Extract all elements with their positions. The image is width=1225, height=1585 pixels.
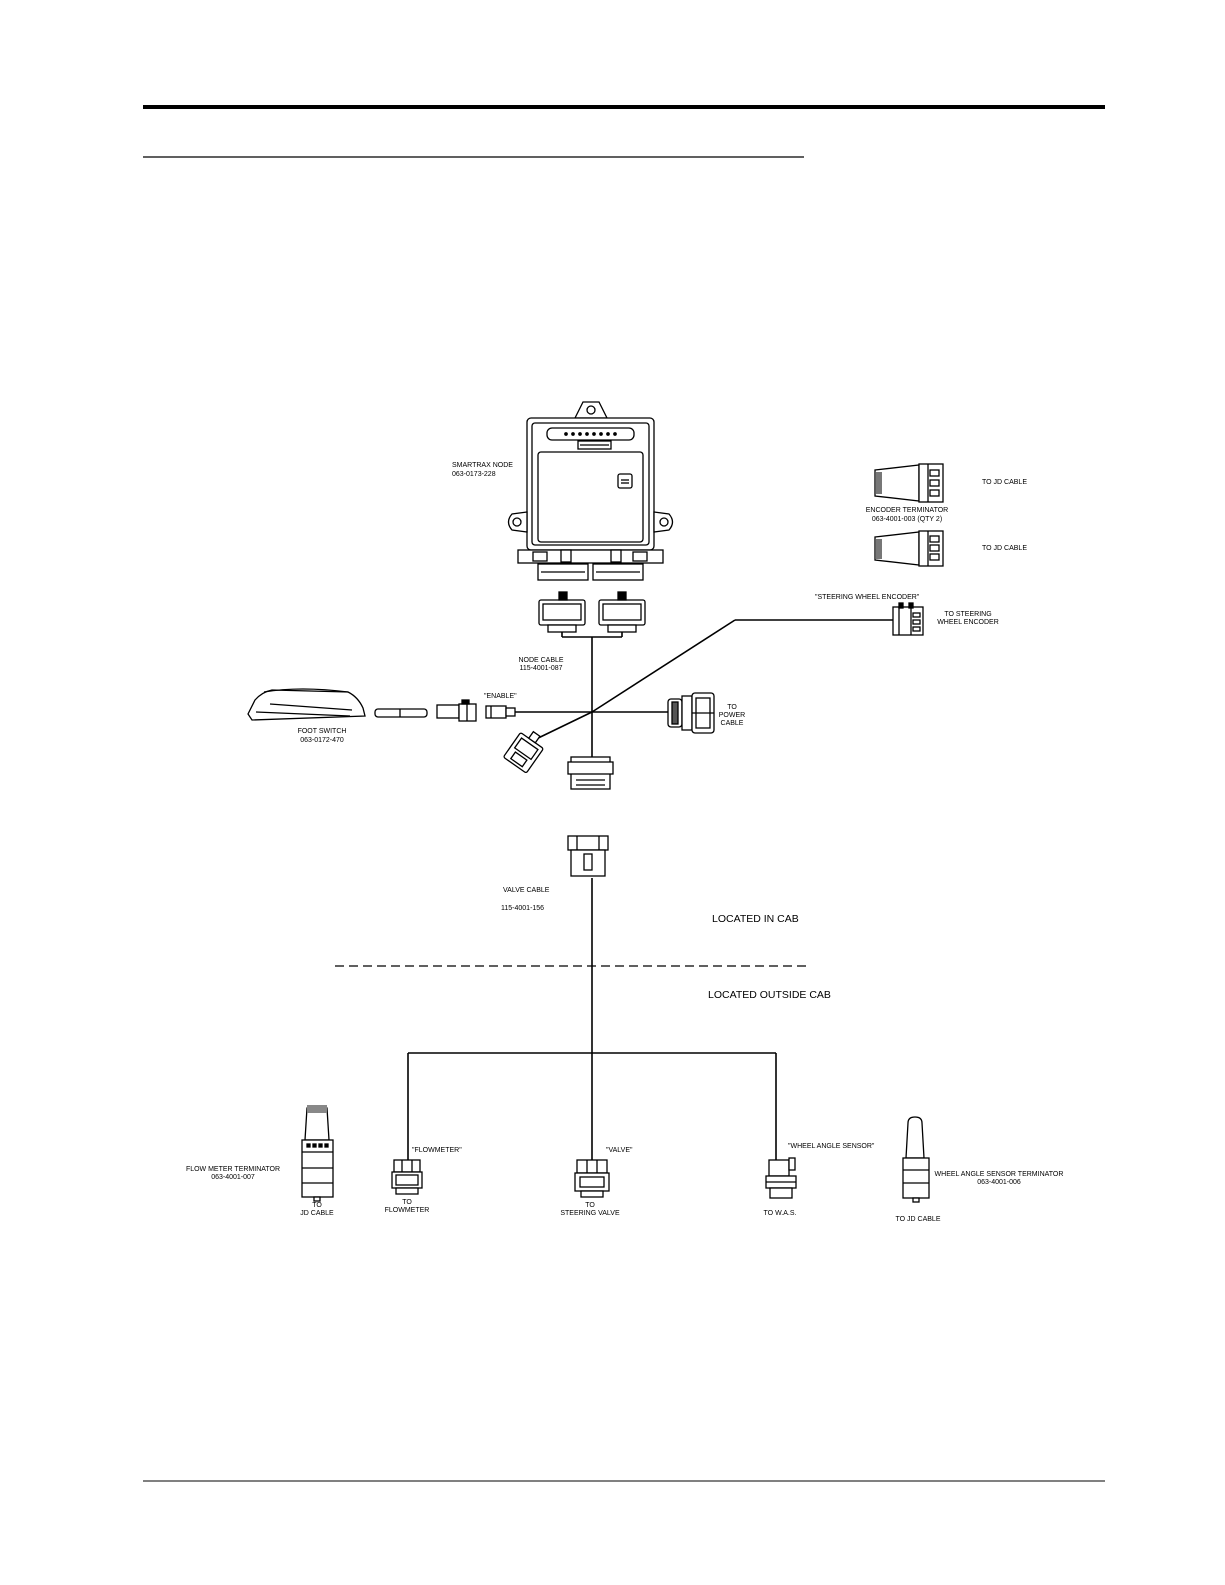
node-part-label: 063-0173-228 <box>452 471 496 478</box>
to-was-label: TO W.A.S. <box>764 1210 797 1217</box>
power-connector-drawing <box>667 692 715 734</box>
cable-wires <box>407 619 893 1160</box>
wheel-angle-sensor-tag: "WHEEL ANGLE SENSOR" <box>788 1143 875 1150</box>
to-power-cable-line-2: POWER <box>719 712 745 719</box>
angled-connector-drawing <box>503 730 544 774</box>
smartrax-node-drawing <box>507 401 674 581</box>
to-steering-valve-line-2: STEERING VALVE <box>560 1210 620 1217</box>
node-name-label: SMARTRAX NODE <box>452 462 513 469</box>
node-cable-label: NODE CABLE <box>518 657 563 664</box>
to-steering-valve-line-1: TO <box>585 1202 595 1209</box>
enable-tag: "ENABLE" <box>484 693 517 700</box>
to-jd-cable-flow-line-1: TO <box>312 1202 322 1209</box>
encoder-terminator-part: 063-4001-003 (QTY 2) <box>872 516 942 523</box>
valve-cable-connector-drawing <box>567 835 609 877</box>
to-power-cable-line-3: CABLE <box>721 720 744 727</box>
encoder-terminator-drawing <box>874 463 944 567</box>
was-terminator-drawing <box>902 1116 930 1203</box>
flow-meter-terminator-label: FLOW METER TERMINATOR <box>186 1166 280 1173</box>
was-connector-drawing <box>765 1157 797 1199</box>
to-jd-cable-was-label: TO JD CABLE <box>896 1216 941 1223</box>
to-jd-cable-flow-line-2: JD CABLE <box>300 1210 334 1217</box>
valve-tag: "VALVE" <box>606 1147 633 1154</box>
flowmeter-connector-drawing <box>391 1159 423 1195</box>
wheel-encoder-label: WHEEL ENCODER <box>937 619 999 626</box>
located-outside-cab-label: LOCATED OUTSIDE CAB <box>708 989 831 1001</box>
was-terminator-label: WHEEL ANGLE SENSOR TERMINATOR <box>935 1171 1064 1178</box>
foot-switch-drawing <box>247 688 516 722</box>
valve-connector-drawing <box>574 1159 610 1198</box>
to-flowmeter-line-2: FLOWMETER <box>385 1207 430 1214</box>
to-flowmeter-line-1: TO <box>402 1199 412 1206</box>
flow-meter-terminator-drawing <box>301 1105 334 1202</box>
foot-switch-label: FOOT SWITCH <box>298 728 347 735</box>
located-in-cab-label: LOCATED IN CAB <box>712 913 799 925</box>
to-jd-cable-label-2: TO JD CABLE <box>982 545 1027 552</box>
flowmeter-tag: "FLOWMETER" <box>412 1147 462 1154</box>
steering-wheel-encoder-tag: "STEERING WHEEL ENCODER" <box>815 594 920 601</box>
node-cable-part: 115-4001-087 <box>519 665 562 672</box>
foot-switch-part: 063-0172-470 <box>300 737 344 744</box>
node-bottom-connector-drawing <box>567 756 614 790</box>
to-steering-label: TO STEERING <box>944 611 991 618</box>
steering-encoder-connector-drawing <box>892 602 924 636</box>
to-jd-cable-label-1: TO JD CABLE <box>982 479 1027 486</box>
to-power-cable-line-1: TO <box>727 704 737 711</box>
node-cable-connectors <box>538 591 646 638</box>
was-terminator-part: 063-4001-006 <box>977 1179 1021 1186</box>
encoder-terminator-label: ENCODER TERMINATOR <box>866 507 948 514</box>
valve-cable-part: 115-4001-156 <box>501 905 544 912</box>
valve-cable-label: VALVE CABLE <box>503 887 550 894</box>
flow-meter-terminator-part: 063-4001-007 <box>211 1174 255 1181</box>
